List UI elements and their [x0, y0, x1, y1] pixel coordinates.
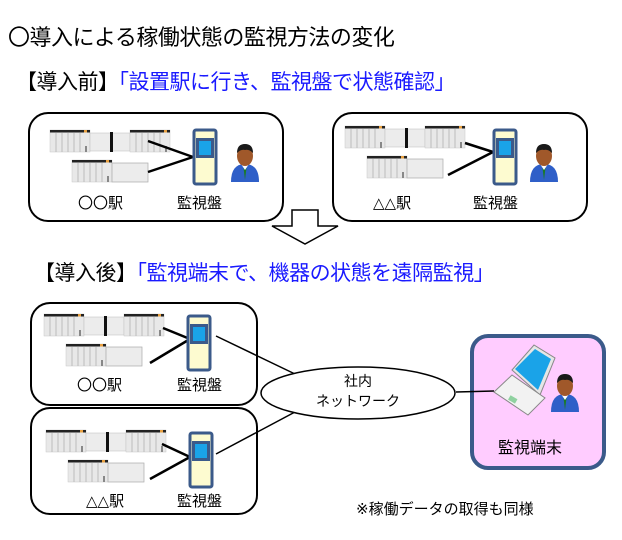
- before-bracket: 【導入前】: [16, 70, 119, 94]
- connection-line: [147, 139, 194, 159]
- terminal-person-icon: [551, 374, 579, 412]
- after-station-1-panel-icon: [186, 314, 212, 372]
- page-title: 〇導入による稼働状態の監視方法の変化: [8, 26, 395, 51]
- after-quote: 「監視端末で、機器の状態を遠隔監視」: [136, 261, 495, 285]
- laptop-icon: [493, 344, 556, 416]
- network-label: 社内 ネットワーク: [300, 372, 416, 412]
- before-heading: 【導入前】「設置駅に行き、監視盤で状態確認」: [16, 66, 456, 96]
- after-station-2-equipment-icon: [46, 430, 166, 482]
- connection-line: [149, 455, 191, 481]
- connection-line: [147, 155, 194, 174]
- before-station-1-label: 〇〇駅: [78, 194, 124, 212]
- connection-line: [447, 150, 494, 177]
- connection-line: [149, 337, 191, 365]
- before-station-2-person-icon: [530, 144, 558, 182]
- after-heading: 【導入後】「監視端末で、機器の状態を遠隔監視」: [34, 257, 495, 287]
- before-station-1-panel-icon: [192, 128, 218, 186]
- network-line: [215, 335, 296, 375]
- before-station-2-panel-icon: [492, 128, 518, 186]
- before-station-2-label: △△駅: [373, 194, 412, 212]
- after-station-2-panel-icon: [188, 431, 214, 489]
- connection-line: [162, 326, 191, 341]
- connection-line: [161, 442, 191, 459]
- after-station-1-label: 〇〇駅: [77, 376, 123, 394]
- connection-line: [464, 141, 494, 154]
- after-station-1-equipment-icon: [44, 314, 164, 366]
- after-station-1-panel-label: 監視盤: [177, 376, 223, 394]
- before-station-2-equipment-icon: [345, 126, 465, 178]
- before-station-1-equipment-icon: [50, 130, 170, 182]
- network-label-line2: ネットワーク: [316, 394, 400, 410]
- before-quote: 「設置駅に行き、監視盤で状態確認」: [118, 70, 456, 94]
- before-station-2-panel-label: 監視盤: [473, 194, 519, 212]
- after-station-2-panel-label: 監視盤: [177, 492, 223, 510]
- before-station-1-panel-label: 監視盤: [177, 194, 223, 212]
- down-arrow-icon: [271, 209, 339, 245]
- network-label-line1: 社内: [344, 374, 372, 390]
- before-station-1-person-icon: [231, 144, 259, 182]
- after-bracket: 【導入後】: [34, 261, 137, 285]
- footnote: ※稼働データの取得も同様: [356, 500, 534, 518]
- network-line: [215, 411, 296, 455]
- terminal-label: 監視端末: [498, 438, 563, 457]
- network-ellipse: [260, 366, 456, 420]
- network-line: [455, 390, 495, 393]
- after-station-2-label: △△駅: [86, 492, 125, 510]
